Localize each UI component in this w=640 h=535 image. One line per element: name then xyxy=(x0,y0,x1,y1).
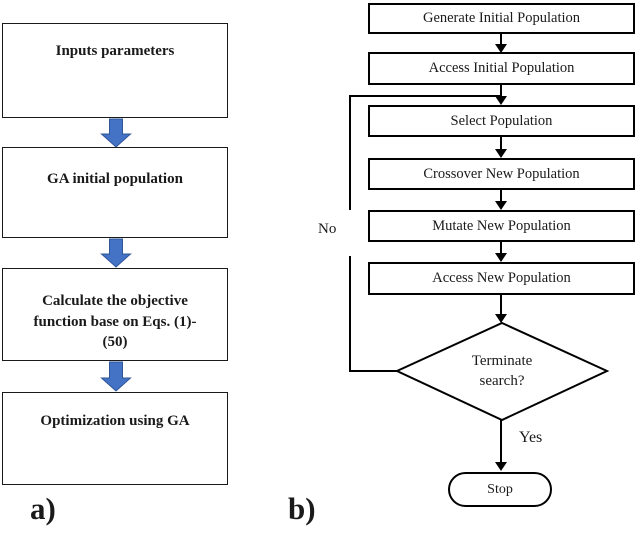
flow-box-crossover-new-population: Crossover New Population xyxy=(368,158,635,190)
arrowhead-down-icon xyxy=(495,149,507,158)
arrowhead-down-icon xyxy=(495,201,507,210)
flow-box-calculate-objective-function: Calculate the objective function base on… xyxy=(2,268,228,361)
flow-box-text: Mutate New Population xyxy=(432,217,571,234)
panel-a-caption: a) xyxy=(30,491,56,526)
arrowhead-down-icon xyxy=(495,253,507,262)
arrowhead-down-icon xyxy=(495,96,507,105)
decision-line: search? xyxy=(479,373,525,389)
flow-box-text: Crossover New Population xyxy=(423,165,580,182)
flow-box-text: Access Initial Population xyxy=(428,60,575,76)
blue-down-arrow-icon xyxy=(100,361,132,392)
flow-arrows xyxy=(495,34,507,471)
flow-box-text: Optimization using GA xyxy=(40,413,190,429)
arrowhead-down-icon xyxy=(495,462,507,471)
flow-box-text: Generate Initial Population xyxy=(422,10,581,26)
panel-b-caption: b) xyxy=(288,491,316,526)
flow-box-access-initial-population: Access Initial Population xyxy=(368,52,635,85)
flow-box-inputs-parameters: Inputs parameters xyxy=(2,23,228,118)
flow-box-optimization-using-ga: Optimization using GA xyxy=(2,392,228,485)
flow-box-text: Select Population xyxy=(450,112,553,129)
flow-box-text: Calculate the objective xyxy=(42,293,188,309)
flow-box-text: function base on Eqs. (1)- xyxy=(33,313,197,330)
arrowhead-down-icon xyxy=(495,314,507,323)
blue-down-arrow-icon xyxy=(100,238,132,268)
flow-box-text: (50) xyxy=(102,334,128,350)
flow-box-text: GA initial population xyxy=(47,171,183,187)
flow-box-mutate-new-population: Mutate New Population xyxy=(368,210,635,242)
flow-box-text: Inputs parameters xyxy=(55,43,175,59)
blue-down-arrow-icon xyxy=(100,118,132,148)
flow-box-generate-initial-population: Generate Initial Population xyxy=(368,3,635,34)
flow-box-ga-initial-population: GA initial population xyxy=(2,147,228,238)
flow-box-text: Access New Population xyxy=(432,270,571,286)
flow-box-select-population: Select Population xyxy=(368,105,635,137)
edge-label-no: No xyxy=(318,221,337,237)
flow-terminal-stop: Stop xyxy=(448,472,552,507)
flow-decision-text: Terminate search? xyxy=(432,351,572,391)
flow-box-access-new-population: Access New Population xyxy=(368,262,635,295)
flow-terminal-text: Stop xyxy=(487,481,513,497)
edge-label-yes: Yes xyxy=(519,429,543,446)
decision-line: Terminate xyxy=(471,353,533,369)
